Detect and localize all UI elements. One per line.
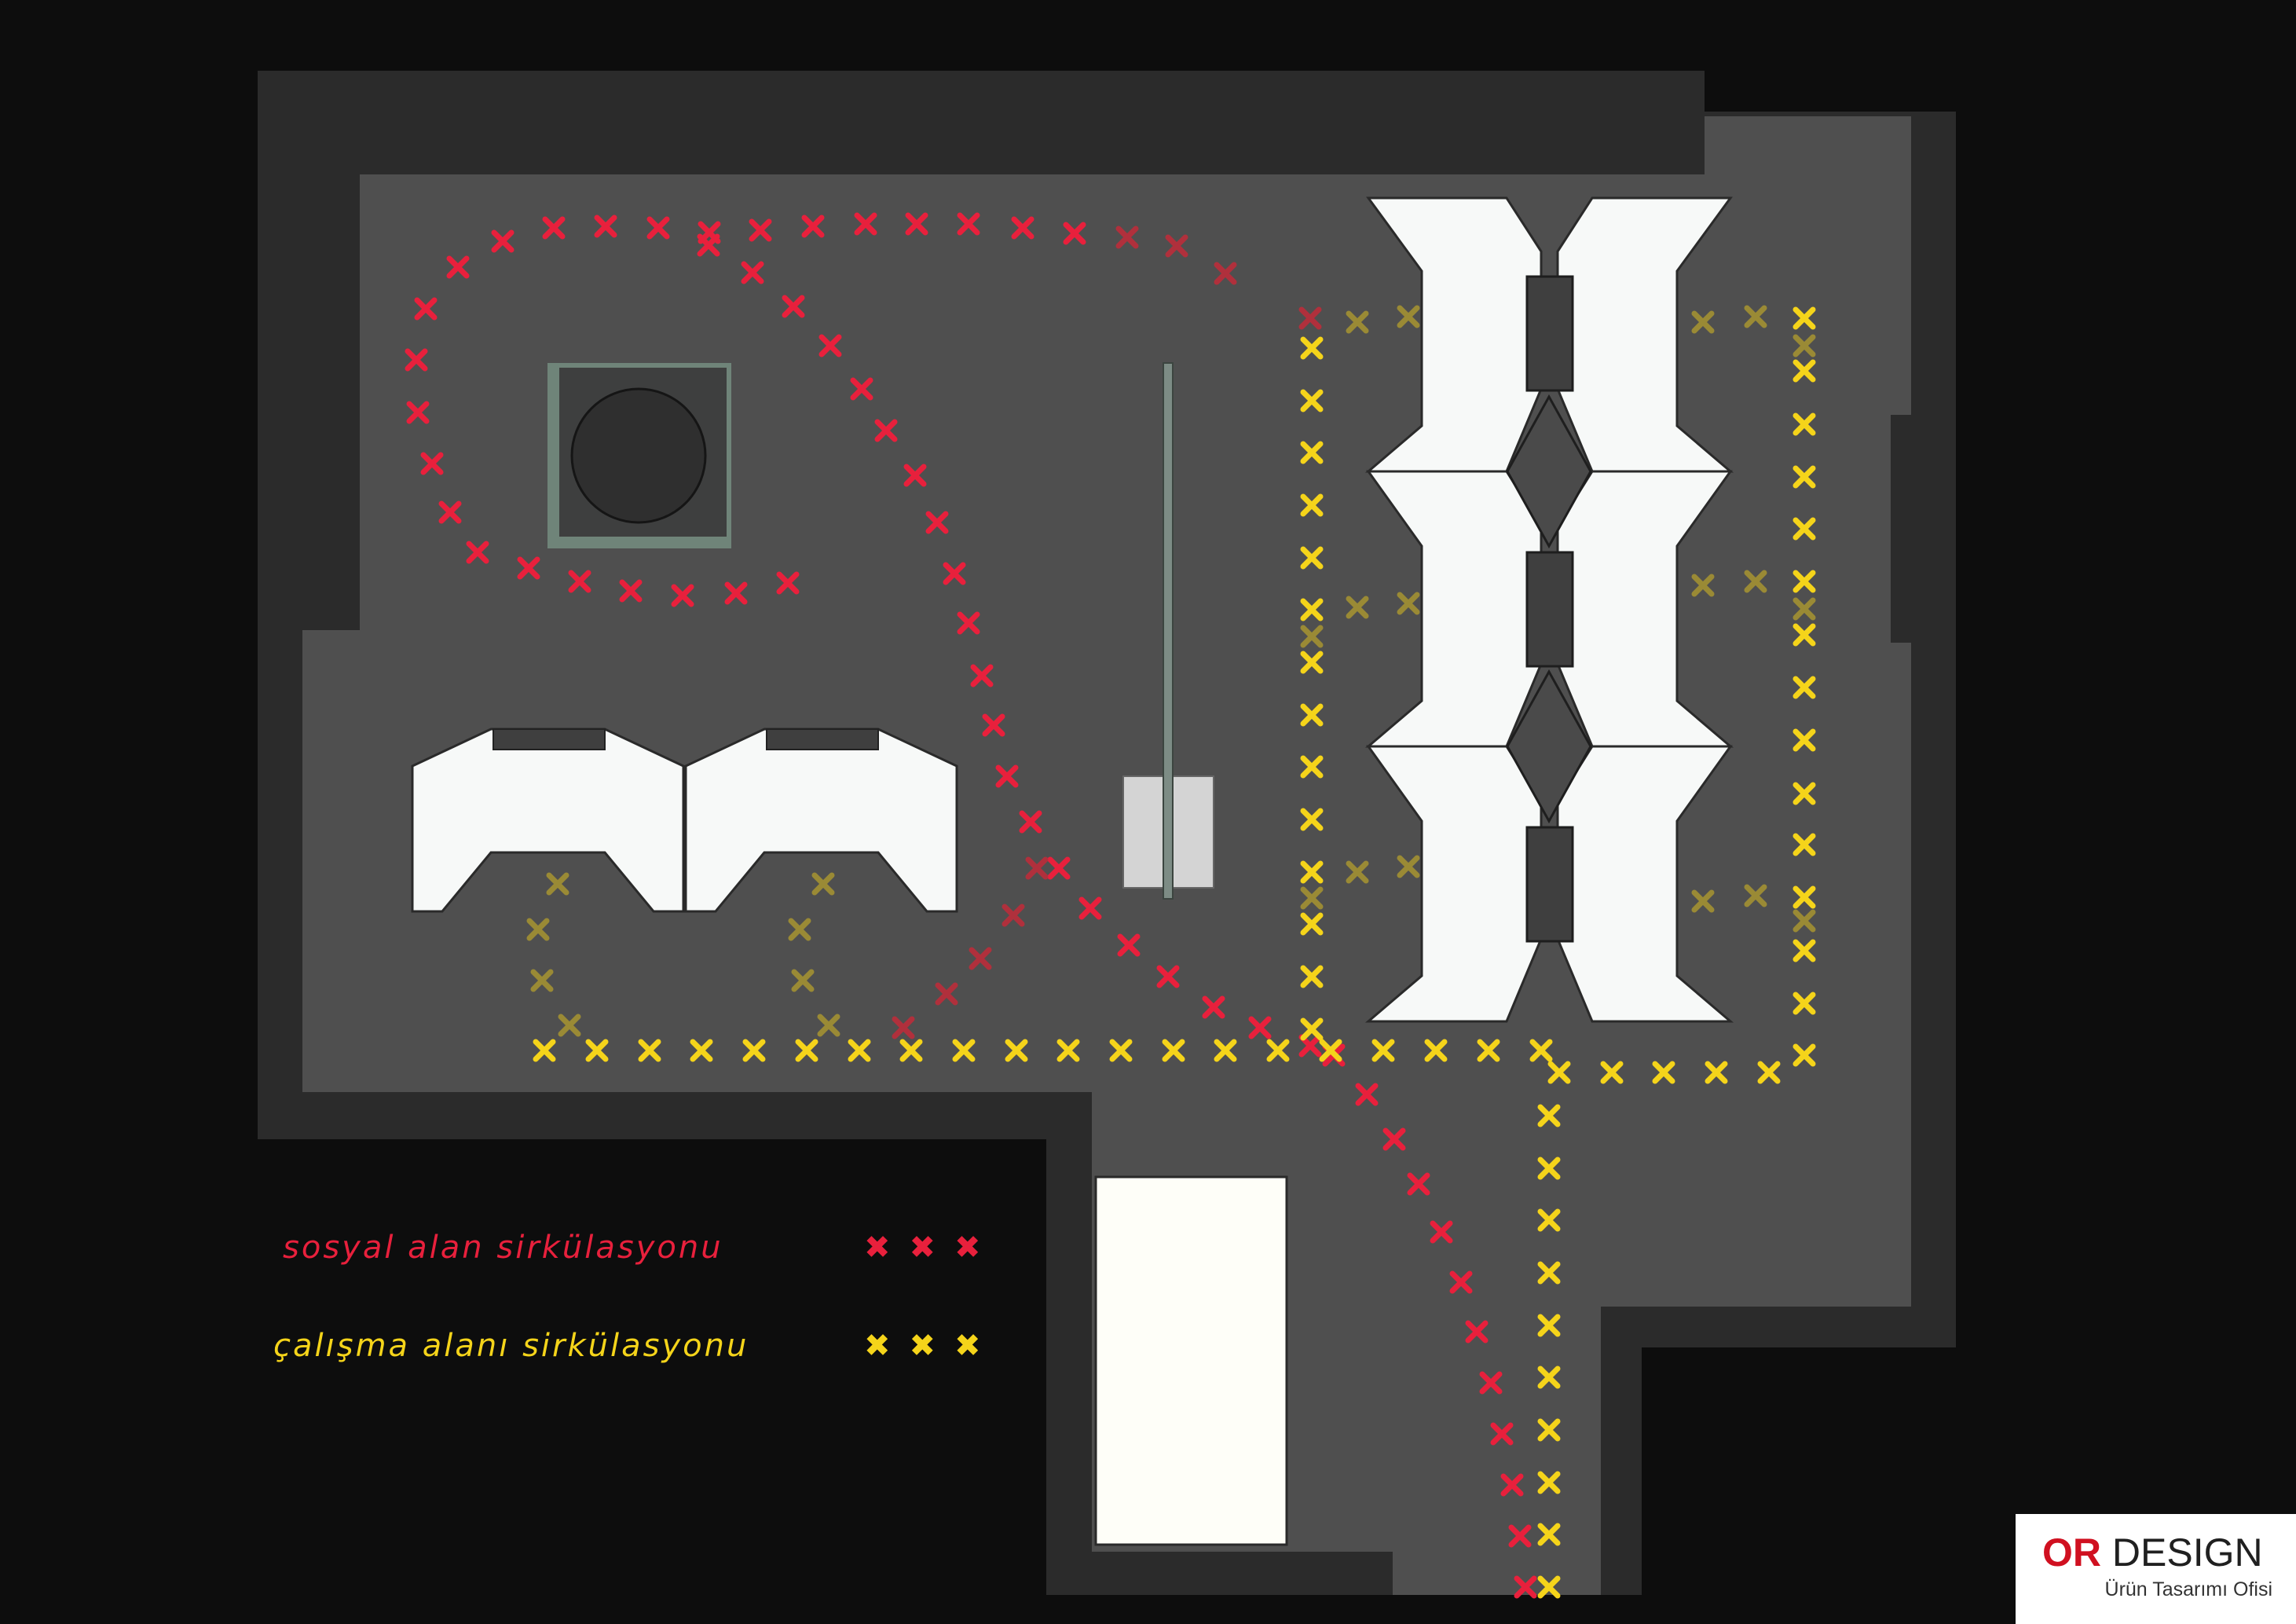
- round-table: [547, 363, 731, 548]
- brand-name: OR DESIGN: [2042, 1533, 2263, 1572]
- workstation-cluster: [1364, 196, 1734, 1023]
- brand-subtitle: Ürün Tasarımı Ofisi: [2104, 1578, 2272, 1600]
- legend-social-label: sosyal alan sirkülasyonu: [283, 1230, 723, 1266]
- desk-left-1: [411, 728, 685, 913]
- legend-work-marks: ✖✖✖: [864, 1328, 1000, 1364]
- storage-block: [1094, 1175, 1288, 1546]
- brand-design: DESIGN: [2101, 1531, 2263, 1575]
- legend-work-label: çalışma alanı sirkülasyonu: [273, 1328, 749, 1364]
- brand-logo: OR DESIGN Ürün Tasarımı Ofisi: [2016, 1514, 2296, 1624]
- brand-or: OR: [2042, 1531, 2101, 1575]
- legend-social-marks: ✖✖✖: [864, 1230, 1000, 1266]
- desk-left-2: [684, 728, 958, 913]
- partition-wall: [1122, 362, 1214, 900]
